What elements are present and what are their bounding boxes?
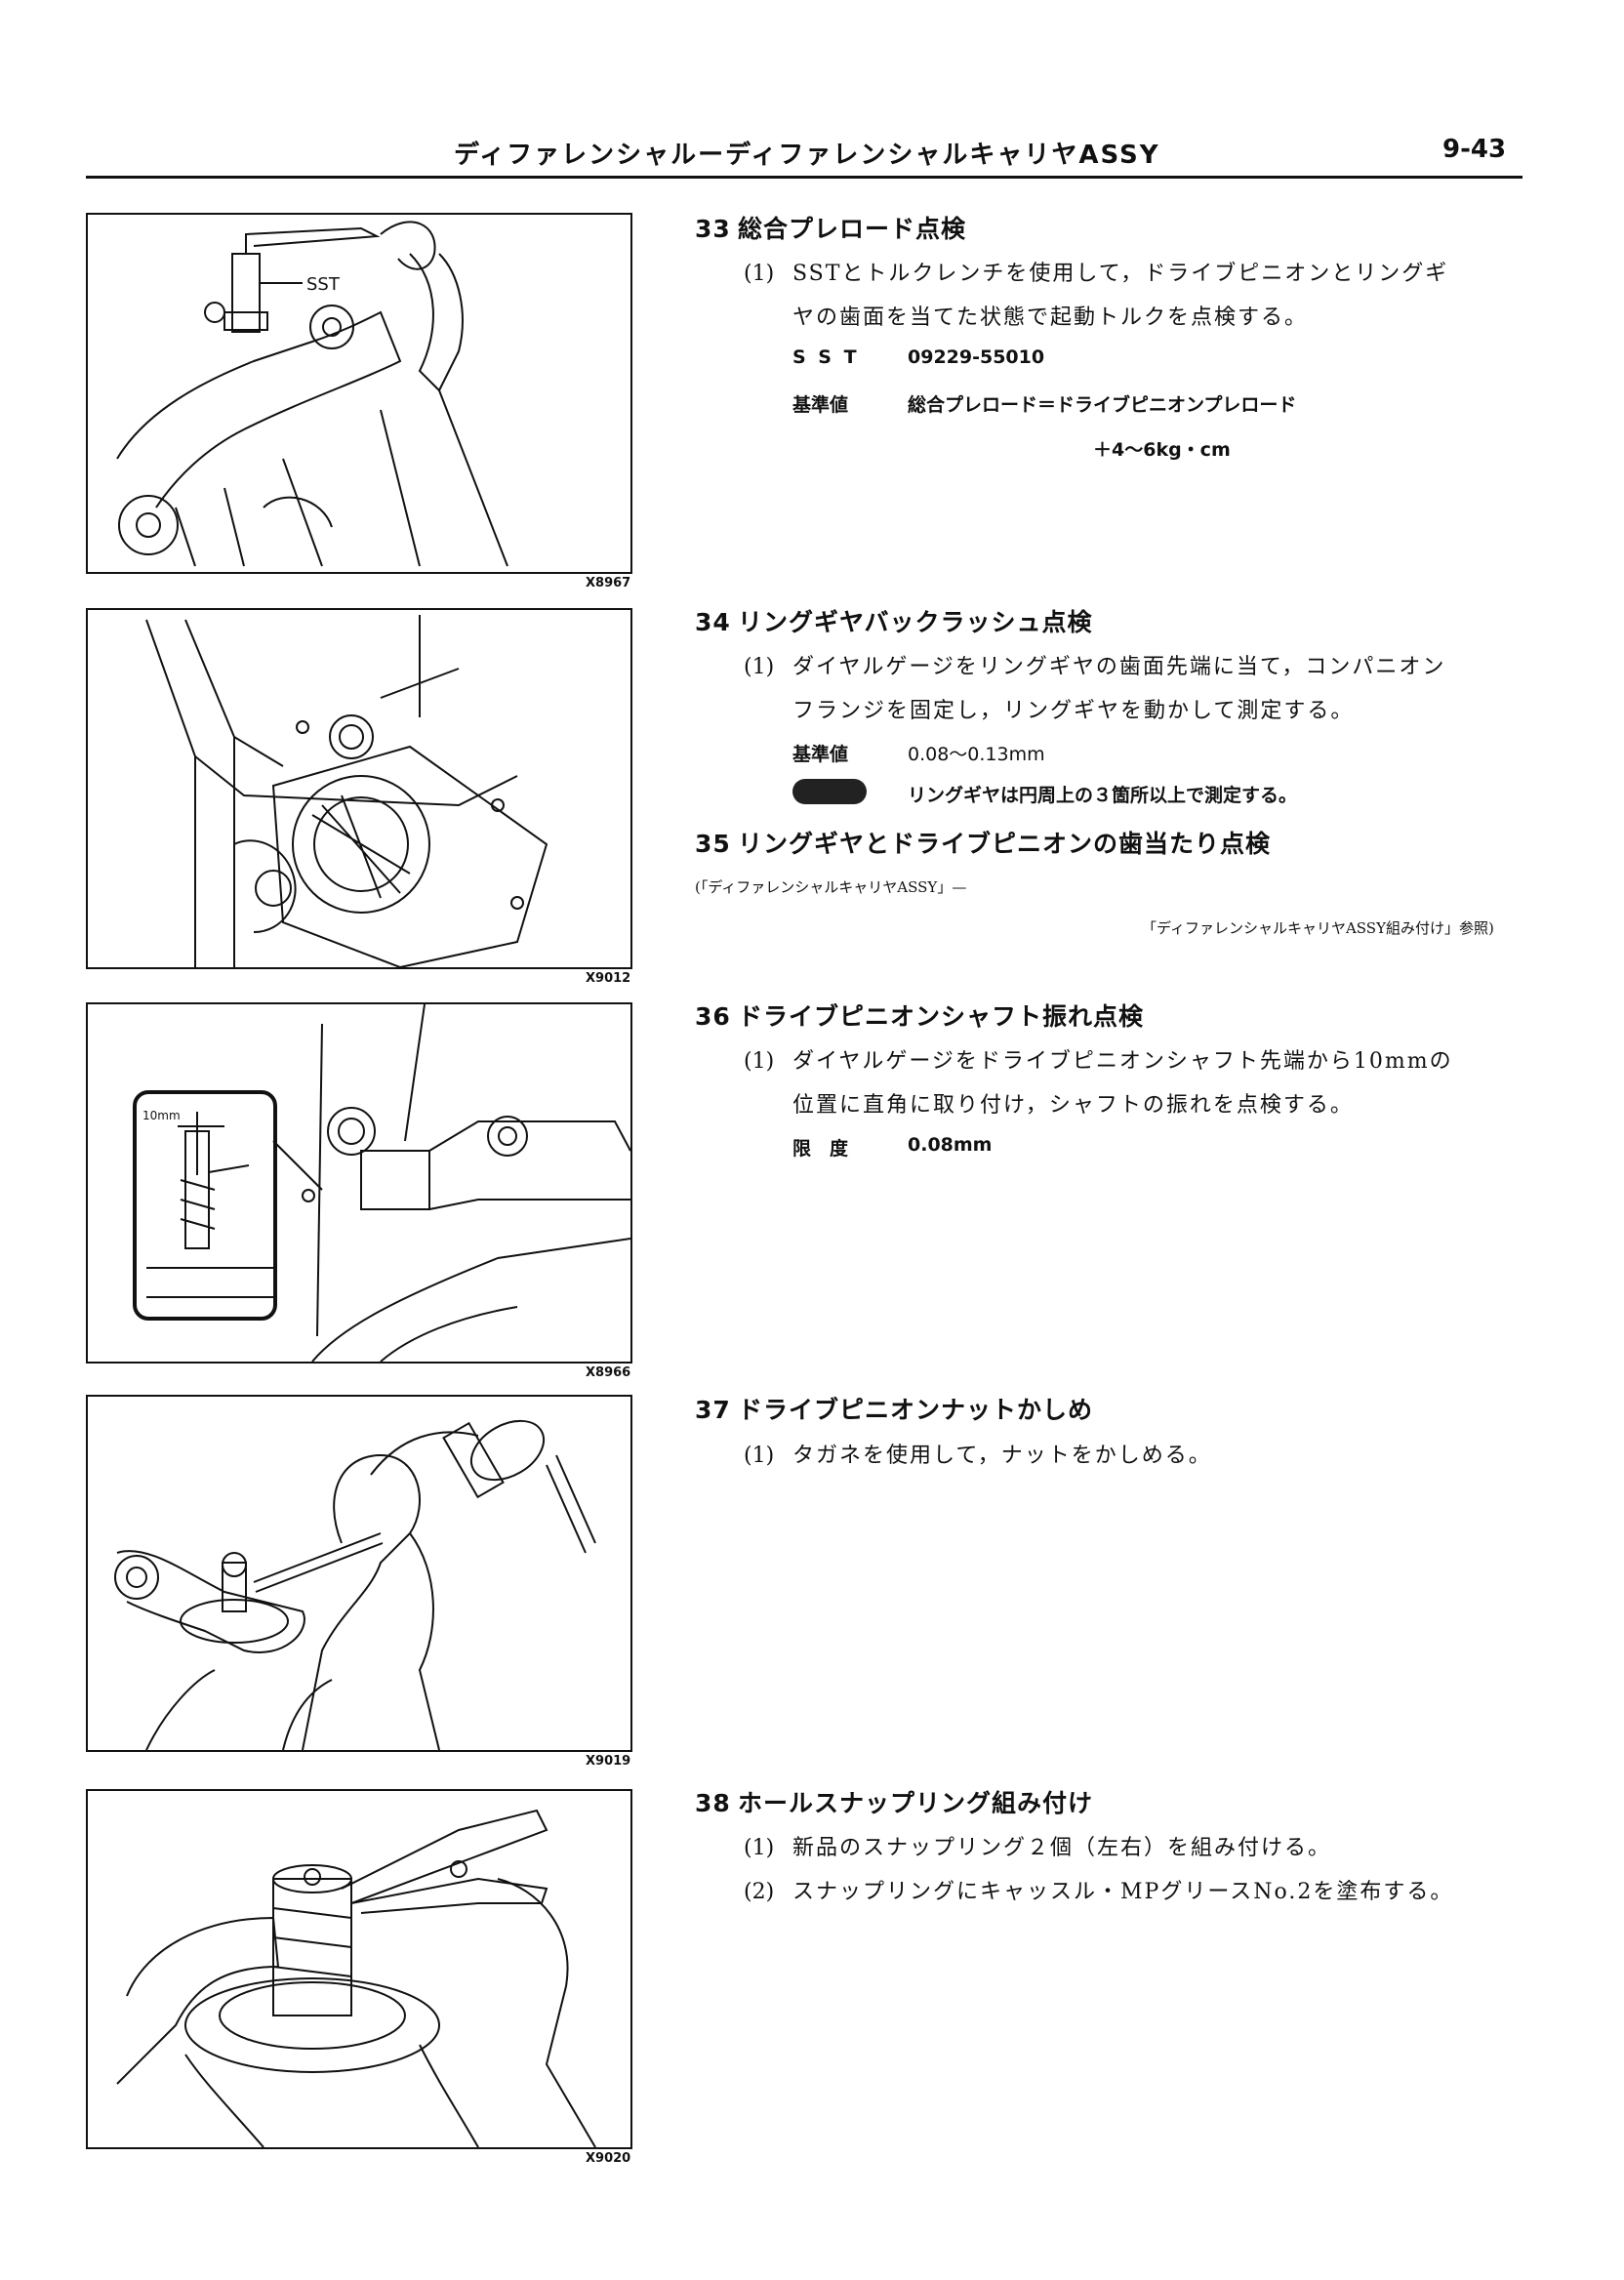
step-text: スナップリングにキャッスル・MPグリースNo.2を塗布する。 bbox=[792, 1880, 1454, 1904]
illustration-dial-gauge-ring-gear bbox=[145, 615, 548, 967]
step-38-2: (2) スナップリングにキャッスル・MPグリースNo.2を塗布する。 bbox=[744, 1874, 1453, 1905]
illustration-chisel-hammer bbox=[114, 1419, 596, 1750]
hint-text: リングギヤは円周上の３箇所以上で測定する。 bbox=[908, 785, 1298, 806]
header-rule bbox=[86, 176, 1522, 179]
illustration-pinion-runout: 10mm bbox=[133, 1004, 630, 1362]
step-text: SSTとトルクレンチを使用して，ドライブピニオンとリングギ bbox=[792, 262, 1449, 286]
step-text-cont: フランジを固定し，リングギヤを動かして測定する。 bbox=[792, 699, 1355, 723]
illustration-snap-ring-pliers bbox=[116, 1809, 596, 2147]
page-number: 9-43 bbox=[1442, 135, 1507, 164]
section-number: 33 bbox=[695, 215, 731, 243]
section-heading: ドライブピニオンシャフト振れ点検 bbox=[738, 1002, 1145, 1031]
figure-id: X8967 bbox=[586, 576, 631, 590]
sst-label: S S T bbox=[792, 346, 860, 368]
step-number: (1) bbox=[744, 1049, 775, 1074]
figure-backlash-check bbox=[86, 608, 632, 969]
figure-id: X9020 bbox=[586, 2151, 631, 2166]
step-text-cont: 位置に直角に取り付け，シャフトの振れを点検する。 bbox=[792, 1093, 1354, 1118]
step-number: (1) bbox=[744, 1444, 775, 1468]
step-37-1: (1) タガネを使用して，ナットをかしめる。 bbox=[744, 1438, 1212, 1469]
page-header-title: ディファレンシャルーディファレンシャルキャリヤASSY bbox=[454, 141, 1160, 170]
standard-value-cont: ＋4～6kg・cm bbox=[1093, 439, 1231, 461]
sst-value: 09229-55010 bbox=[908, 346, 1045, 368]
section-heading: ホールスナップリング組み付け bbox=[738, 1789, 1094, 1817]
step-text: 新品のスナップリング２個（左右）を組み付ける。 bbox=[792, 1836, 1332, 1860]
section-heading: ドライブピニオンナットかしめ bbox=[738, 1396, 1094, 1424]
limit-label: 限 度 bbox=[792, 1138, 849, 1160]
section-heading: リングギヤとドライブピニオンの歯当たり点検 bbox=[738, 830, 1272, 858]
step-number: (1) bbox=[744, 262, 775, 286]
standard-value: 0.08～0.13mm bbox=[908, 744, 1045, 765]
step-number: (1) bbox=[744, 1836, 775, 1860]
reference-text-cont: 「ディファレンシャルキャリヤASSY組み付け」参照) bbox=[1142, 919, 1494, 937]
hint-badge-icon bbox=[792, 779, 867, 804]
figure-id: X9012 bbox=[586, 971, 631, 986]
limit-value: 0.08mm bbox=[908, 1134, 993, 1156]
standard-value: 総合プレロード＝ドライブピニオンプレロード bbox=[908, 394, 1297, 416]
figure-nut-staking bbox=[86, 1395, 632, 1752]
standard-label: 基準値 bbox=[792, 744, 849, 765]
standard-label: 基準値 bbox=[792, 394, 849, 416]
section-number: 37 bbox=[695, 1396, 731, 1424]
illustration-torque-wrench: SST bbox=[116, 221, 508, 567]
sst-callout-label: SST bbox=[306, 274, 341, 295]
section-heading: リングギヤバックラッシュ点検 bbox=[738, 608, 1093, 636]
reference-text: (「ディファレンシャルキャリヤASSY」— bbox=[695, 878, 967, 896]
step-38-1: (1) 新品のスナップリング２個（左右）を組み付ける。 bbox=[744, 1830, 1331, 1861]
step-text: タガネを使用して，ナットをかしめる。 bbox=[792, 1444, 1212, 1468]
section-number: 34 bbox=[695, 608, 731, 636]
step-36-1: (1) ダイヤルゲージをドライブピニオンシャフト先端から10mmの bbox=[744, 1043, 1453, 1075]
figure-snap-ring-install bbox=[86, 1789, 632, 2149]
figure-preload-check: SST bbox=[86, 213, 632, 574]
section-number: 35 bbox=[695, 830, 731, 858]
figure-runout-check: 10mm bbox=[86, 1002, 632, 1364]
section-number: 38 bbox=[695, 1789, 731, 1817]
section-number: 36 bbox=[695, 1002, 731, 1031]
inset-10mm-label: 10mm bbox=[142, 1109, 181, 1122]
step-text: ダイヤルゲージをドライブピニオンシャフト先端から10mmの bbox=[792, 1049, 1453, 1074]
step-text: ダイヤルゲージをリングギヤの歯面先端に当て，コンパニオン bbox=[792, 655, 1446, 679]
figure-id: X9019 bbox=[586, 1754, 631, 1769]
step-text-cont: ヤの歯面を当てた状態で起動トルクを点検する。 bbox=[792, 305, 1309, 330]
step-33-1: (1) SSTとトルクレンチを使用して，ドライブピニオンとリングギ bbox=[744, 256, 1448, 287]
section-heading: 総合プレロード点検 bbox=[738, 215, 967, 243]
step-34-1: (1) ダイヤルゲージをリングギヤの歯面先端に当て，コンパニオン bbox=[744, 649, 1445, 680]
figure-id: X8966 bbox=[586, 1365, 631, 1380]
step-number: (1) bbox=[744, 655, 775, 679]
step-number: (2) bbox=[744, 1880, 775, 1904]
